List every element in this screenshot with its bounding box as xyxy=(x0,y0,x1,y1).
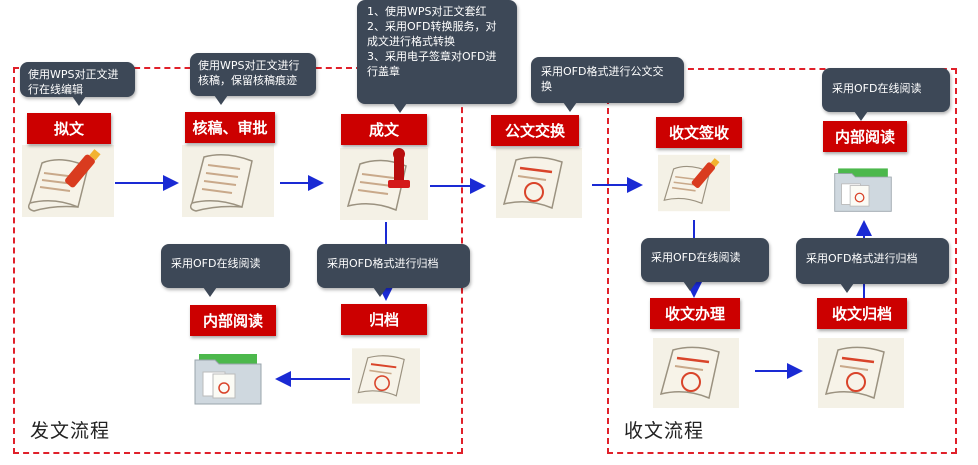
document-icon xyxy=(182,145,274,217)
step-read-send: 内部阅读 xyxy=(190,305,276,336)
callout-archive-send: 采用OFD格式进行归档 xyxy=(317,244,470,297)
callout-draft: 使用WPS对正文进 行在线编辑 xyxy=(20,62,135,106)
callout-exchange: 采用OFD格式进行公文交 换 xyxy=(531,57,684,112)
folder-icon xyxy=(834,168,892,212)
callout-receive-archive: 采用OFD格式进行归档 xyxy=(796,238,949,293)
step-exchange: 公文交换 xyxy=(491,115,579,146)
step-receive-sign: 收文签收 xyxy=(656,117,742,148)
callout-read-send: 采用OFD在线阅读 xyxy=(161,244,290,297)
callout-finalize: 1、使用WPS对正文套红 2、采用OFD转换服务，对 成文进行格式转换 3、采用… xyxy=(357,0,517,113)
document-pen-icon xyxy=(22,145,114,217)
document-seal-icon xyxy=(818,338,904,408)
callout-receive-handle: 采用OFD在线阅读 xyxy=(641,238,769,291)
step-review: 核稿、审批 xyxy=(185,112,275,143)
callout-read-receive: 采用OFD在线阅读 xyxy=(822,68,950,121)
step-finalize: 成文 xyxy=(341,114,427,145)
receive-flow-region xyxy=(607,68,957,454)
document-seal-icon xyxy=(352,348,420,404)
document-stamp-icon xyxy=(340,148,428,220)
step-draft: 拟文 xyxy=(27,113,111,144)
step-receive-archive: 收文归档 xyxy=(817,298,907,329)
document-seal-icon xyxy=(496,148,582,218)
receive-flow-title: 收文流程 xyxy=(624,420,705,442)
send-flow-title: 发文流程 xyxy=(30,420,111,442)
step-read-receive: 内部阅读 xyxy=(823,121,907,152)
callout-review: 使用WPS对正文进行 核稿，保留核稿痕迹 xyxy=(190,53,316,105)
step-archive-send: 归档 xyxy=(341,304,427,335)
document-seal-icon xyxy=(653,338,739,408)
step-receive-handle: 收文办理 xyxy=(650,298,740,329)
document-pen-icon xyxy=(658,154,730,212)
folder-icon xyxy=(194,354,262,405)
